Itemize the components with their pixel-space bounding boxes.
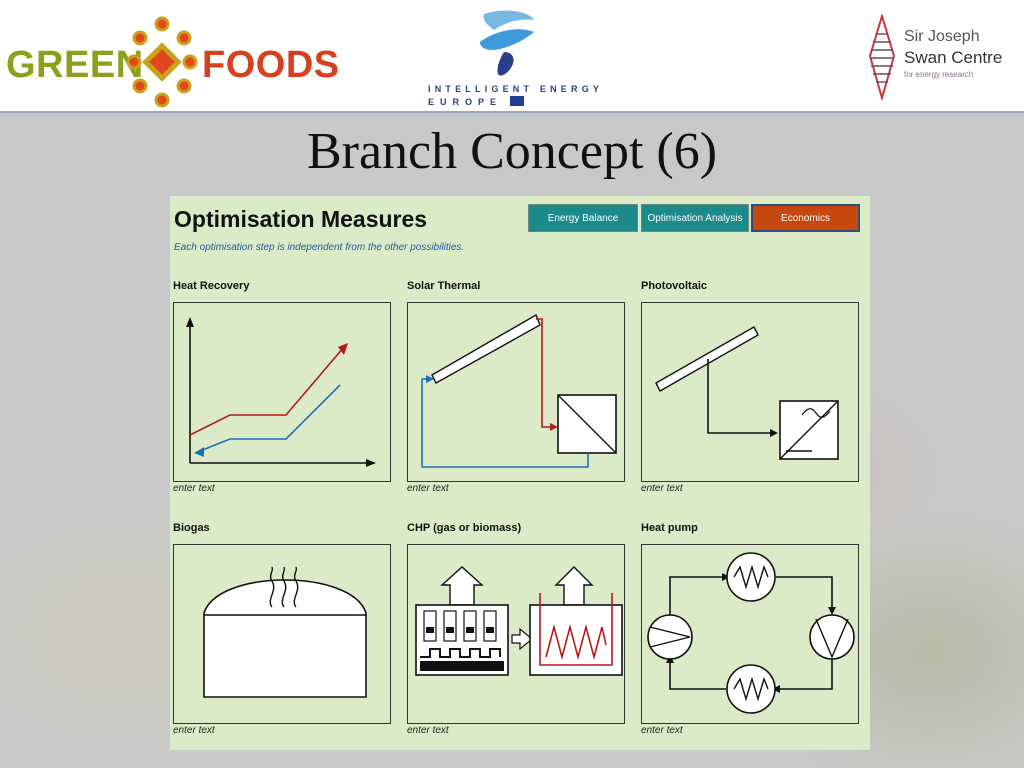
- biogas-note[interactable]: enter text: [173, 725, 215, 736]
- green-foods-logo: GREEN FOODS: [6, 14, 339, 110]
- photovoltaic-tile[interactable]: [641, 302, 859, 482]
- panel-title: Optimisation Measures: [174, 206, 428, 232]
- solar-thermal-note[interactable]: enter text: [407, 483, 449, 494]
- heat-pump-title: Heat pump: [641, 522, 698, 534]
- biogas-tile[interactable]: [173, 544, 391, 724]
- photovoltaic-icon: [655, 326, 839, 460]
- intelligent-energy-europe-logo: INTELLIGENT ENERGY EUROPE: [424, 8, 604, 108]
- economics-button[interactable]: Economics: [751, 204, 860, 232]
- iee-text-line2: EUROPE: [428, 97, 503, 107]
- swan-centre-logo: Sir Joseph Swan Centre for energy resear…: [864, 14, 1014, 100]
- header-divider: [0, 111, 1024, 113]
- energy-balance-button[interactable]: Energy Balance: [528, 204, 638, 232]
- photovoltaic-note[interactable]: enter text: [641, 483, 683, 494]
- header-logo-band: GREEN FOODS INTELLIGENT ENERGY EUROPE: [0, 0, 1024, 112]
- optimisation-analysis-button[interactable]: Optimisation Analysis: [641, 204, 749, 232]
- heat-pump-note[interactable]: enter text: [641, 725, 683, 736]
- chp-engine-icon: [415, 566, 623, 676]
- solar-thermal-tile[interactable]: [407, 302, 625, 482]
- solar-thermal-title: Solar Thermal: [407, 280, 481, 292]
- sun-emblem-icon: [126, 16, 198, 108]
- heat-recovery-note[interactable]: enter text: [173, 483, 215, 494]
- green-foods-word-foods: FOODS: [202, 44, 340, 86]
- heat-recovery-title: Heat Recovery: [173, 280, 250, 292]
- chp-tile[interactable]: [407, 544, 625, 724]
- swan-line3: for energy research: [904, 70, 974, 79]
- heat-recovery-tile[interactable]: [173, 302, 391, 482]
- chp-note[interactable]: enter text: [407, 725, 449, 736]
- swan-line1: Sir Joseph: [904, 28, 980, 45]
- swan-coil-icon: [868, 14, 896, 100]
- optimisation-panel: Optimisation Measures Each optimisation …: [170, 196, 870, 750]
- eu-flag-icon: [510, 96, 524, 106]
- biogas-digester-icon: [203, 566, 367, 698]
- panel-subtitle: Each optimisation step is independent fr…: [174, 242, 465, 253]
- iee-text-line1: INTELLIGENT ENERGY: [428, 84, 604, 94]
- green-foods-word-green: GREEN: [6, 44, 144, 86]
- biogas-title: Biogas: [173, 522, 210, 534]
- solar-thermal-icon: [421, 313, 617, 468]
- swan-line2: Swan Centre: [904, 48, 1003, 67]
- heat-pump-cycle-icon: [647, 552, 855, 714]
- heat-pump-tile[interactable]: [641, 544, 859, 724]
- iee-swirl-icon: [480, 10, 534, 76]
- photovoltaic-title: Photovoltaic: [641, 280, 708, 292]
- heat-recovery-chart-icon: [186, 317, 376, 467]
- slide-title: Branch Concept (6): [306, 123, 718, 180]
- chp-title: CHP (gas or biomass): [407, 522, 522, 534]
